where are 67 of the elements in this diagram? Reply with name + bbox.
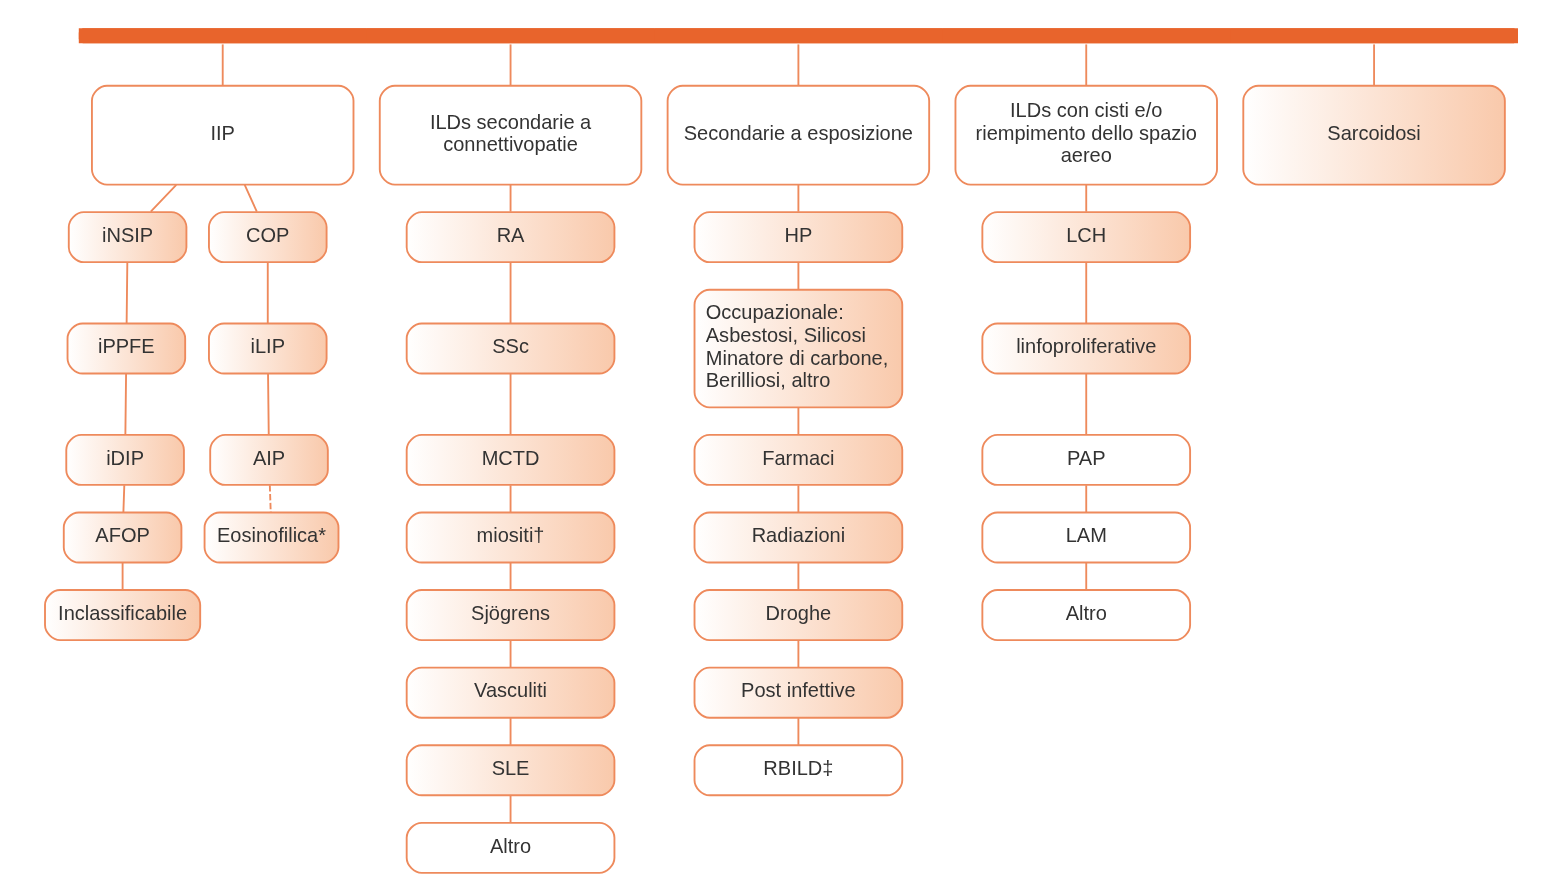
connector (796, 43, 799, 87)
connector (509, 639, 511, 669)
connector (266, 261, 269, 325)
connector (121, 561, 124, 591)
node-box: Occupazionale: Asbestosi, Silicosi Minatore di carbone, Berilliosi, altro (693, 288, 903, 409)
connector (796, 561, 799, 591)
node-box: Post infettive (693, 666, 903, 719)
connector (796, 261, 799, 291)
connector (125, 261, 128, 325)
node-box: AIP (208, 433, 329, 486)
node-box: MCTD (405, 433, 615, 486)
connector (509, 261, 511, 325)
node-box: iPPFE (66, 322, 186, 375)
node-box: RBILD‡ (693, 744, 903, 797)
connector (1084, 373, 1087, 436)
node-box: LAM (980, 511, 1191, 564)
connector (509, 43, 511, 87)
connector (123, 373, 127, 436)
node-box: SLE (405, 744, 615, 797)
connector (509, 373, 511, 436)
connector (149, 184, 177, 213)
connector (243, 184, 258, 213)
connector (1084, 484, 1087, 514)
connector (1372, 43, 1375, 87)
node-box: ILDs secondarie a connettivopatie (378, 84, 642, 186)
node-box: iLIP (207, 322, 328, 375)
connector (796, 406, 799, 436)
node-box: Secondarie a esposizione (666, 84, 930, 186)
connector (509, 717, 511, 746)
connector (796, 484, 799, 514)
connector (121, 484, 125, 514)
node-box: ILDs con cisti e/o riempimento dello spazio aereo (954, 84, 1218, 186)
node-box: COP (207, 211, 328, 264)
node-box: AFOP (62, 511, 182, 564)
connector (1084, 184, 1087, 213)
node-box: Radiazioni (693, 511, 903, 564)
node-box: LCH (980, 211, 1191, 264)
connector (796, 184, 799, 213)
connector (509, 184, 511, 213)
connector (1084, 261, 1087, 325)
connector (1084, 43, 1087, 87)
node-box: HP (693, 211, 903, 264)
connector (796, 717, 799, 746)
node-box: linfoproliferative (980, 322, 1191, 375)
node-box: Eosinofilica* (203, 511, 339, 564)
node-box: Droghe (693, 589, 903, 642)
node-box: Altro (405, 821, 615, 874)
node-box: Vasculiti (405, 666, 615, 719)
connector (266, 373, 270, 436)
node-box: Sjögrens (405, 589, 615, 642)
node-box: miositi† (405, 511, 615, 564)
node-box: Farmaci (693, 433, 903, 486)
node-box: PAP (980, 433, 1191, 486)
node-box: Inclassificabile (43, 589, 201, 642)
node-box: Altro (980, 589, 1191, 642)
connector (509, 561, 511, 591)
node-box: Sarcoidosi (1241, 84, 1506, 186)
connector (509, 484, 511, 514)
node-box: IIP (90, 84, 354, 186)
connector (221, 43, 224, 87)
node-box: iDIP (64, 433, 185, 486)
node-box: iNSIP (67, 211, 187, 264)
connector (796, 639, 799, 669)
connector (1084, 561, 1087, 591)
node-box: RA (405, 211, 615, 264)
connector (509, 794, 511, 824)
node-box: SSc (405, 322, 615, 375)
